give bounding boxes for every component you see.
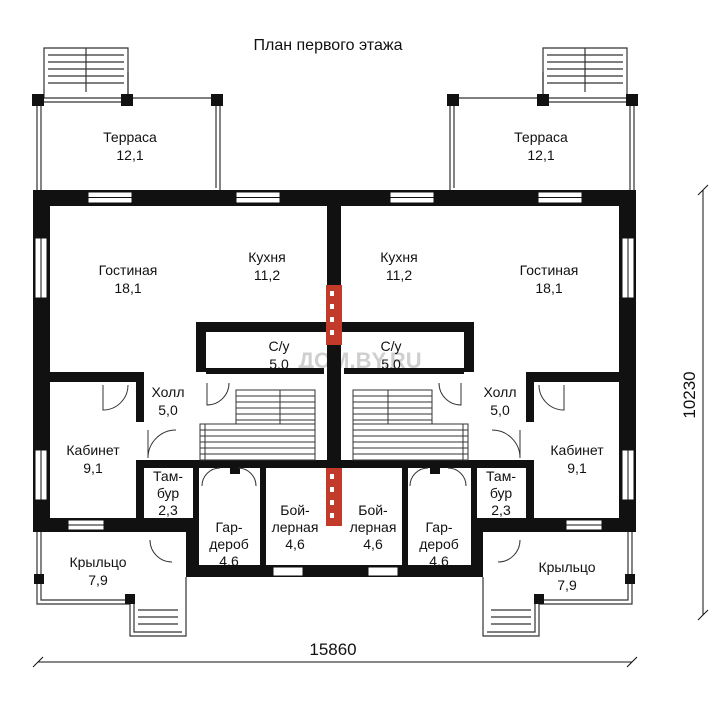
room-label-terrace-left: Терраса 12,1 xyxy=(103,129,157,163)
svg-text:Терраса: Терраса xyxy=(514,129,568,145)
svg-text:4,6: 4,6 xyxy=(429,553,449,569)
svg-text:бур: бур xyxy=(157,485,180,501)
svg-text:9,1: 9,1 xyxy=(567,460,587,476)
svg-text:Крыльцо: Крыльцо xyxy=(69,554,126,570)
svg-text:18,1: 18,1 xyxy=(114,280,141,296)
chimney-lower xyxy=(326,468,342,526)
terrace-posts xyxy=(32,94,638,106)
room-label-living-left: Гостиная 18,1 xyxy=(99,262,158,296)
svg-text:Кухня: Кухня xyxy=(248,249,285,265)
svg-text:Там-: Там- xyxy=(486,468,516,484)
svg-text:11,2: 11,2 xyxy=(386,267,412,283)
svg-text:дероб: дероб xyxy=(209,536,249,552)
svg-text:Бой-: Бой- xyxy=(358,502,388,518)
terrace-left xyxy=(36,47,221,192)
svg-text:дероб: дероб xyxy=(419,536,459,552)
porch-posts xyxy=(34,574,635,604)
room-label-porch-left: Крыльцо 7,9 xyxy=(69,554,126,588)
doors xyxy=(102,382,565,563)
svg-text:Холл: Холл xyxy=(152,384,185,400)
room-label-porch-right: Крыльцо 7,9 xyxy=(538,559,595,593)
dimension-width-label: 15860 xyxy=(309,640,356,659)
room-label-boiler-left: Бой- лерная 4,6 xyxy=(272,502,319,552)
dimension-line-height xyxy=(697,184,709,621)
svg-text:4,6: 4,6 xyxy=(285,536,305,552)
room-label-wardrobe-left: Гар- дероб 4,6 xyxy=(209,519,249,569)
room-label-study-left: Кабинет 9,1 xyxy=(66,442,120,476)
chimney-upper xyxy=(326,285,342,345)
svg-text:Гостиная: Гостиная xyxy=(99,262,158,278)
svg-text:5,0: 5,0 xyxy=(158,402,178,418)
windows xyxy=(34,191,635,577)
room-label-hall-left: Холл 5,0 xyxy=(152,384,185,418)
room-label-kitchen-right: Кухня 11,2 xyxy=(380,249,417,283)
room-label-wc-left: С/у 5,0 xyxy=(269,338,290,372)
room-label-living-right: Гостиная 18,1 xyxy=(520,262,579,296)
svg-text:Там-: Там- xyxy=(153,468,183,484)
dimension-height-label: 10230 xyxy=(680,371,699,418)
svg-text:7,9: 7,9 xyxy=(557,577,577,593)
svg-text:Терраса: Терраса xyxy=(103,129,157,145)
room-label-kitchen-left: Кухня 11,2 xyxy=(248,249,285,283)
room-label-wc-right: С/у 5,0 xyxy=(381,338,402,372)
svg-text:Крыльцо: Крыльцо xyxy=(538,559,595,575)
svg-text:Кабинет: Кабинет xyxy=(550,442,604,458)
svg-text:4,6: 4,6 xyxy=(219,553,239,569)
terrace-right xyxy=(449,47,635,192)
svg-text:Холл: Холл xyxy=(484,384,517,400)
svg-text:С/у: С/у xyxy=(269,338,290,354)
svg-text:7,9: 7,9 xyxy=(88,572,108,588)
svg-text:18,1: 18,1 xyxy=(535,280,562,296)
room-label-wardrobe-right: Гар- дероб 4,6 xyxy=(419,519,459,569)
svg-text:Гостиная: Гостиная xyxy=(520,262,579,278)
plan-title: План первого этажа xyxy=(254,37,403,54)
svg-text:бур: бур xyxy=(490,485,513,501)
svg-text:4,6: 4,6 xyxy=(363,536,383,552)
svg-text:5,0: 5,0 xyxy=(381,356,401,372)
svg-text:Гар-: Гар- xyxy=(215,519,242,535)
svg-text:лерная: лерная xyxy=(272,519,319,535)
svg-text:5,0: 5,0 xyxy=(269,356,289,372)
room-label-vestibule-right: Там- бур 2,3 xyxy=(486,468,516,518)
staircase-right xyxy=(352,389,469,461)
svg-text:2,3: 2,3 xyxy=(491,502,511,518)
svg-text:Бой-: Бой- xyxy=(280,502,310,518)
svg-text:Кухня: Кухня xyxy=(380,249,417,265)
room-label-hall-right: Холл 5,0 xyxy=(484,384,517,418)
room-label-study-right: Кабинет 9,1 xyxy=(550,442,604,476)
room-label-terrace-right: Терраса 12,1 xyxy=(514,129,568,163)
room-label-vestibule-left: Там- бур 2,3 xyxy=(153,468,183,518)
svg-text:С/у: С/у xyxy=(381,338,402,354)
staircase-left xyxy=(199,389,316,461)
svg-text:9,1: 9,1 xyxy=(83,460,103,476)
svg-text:Гар-: Гар- xyxy=(425,519,452,535)
svg-text:5,0: 5,0 xyxy=(490,402,510,418)
svg-text:12,1: 12,1 xyxy=(116,147,143,163)
room-label-boiler-right: Бой- лерная 4,6 xyxy=(350,502,397,552)
svg-text:Кабинет: Кабинет xyxy=(66,442,120,458)
dimension-line-width xyxy=(32,656,638,668)
svg-text:2,3: 2,3 xyxy=(158,502,178,518)
svg-text:11,2: 11,2 xyxy=(254,267,280,283)
svg-text:12,1: 12,1 xyxy=(527,147,554,163)
porch-left xyxy=(36,532,187,637)
svg-text:лерная: лерная xyxy=(350,519,397,535)
